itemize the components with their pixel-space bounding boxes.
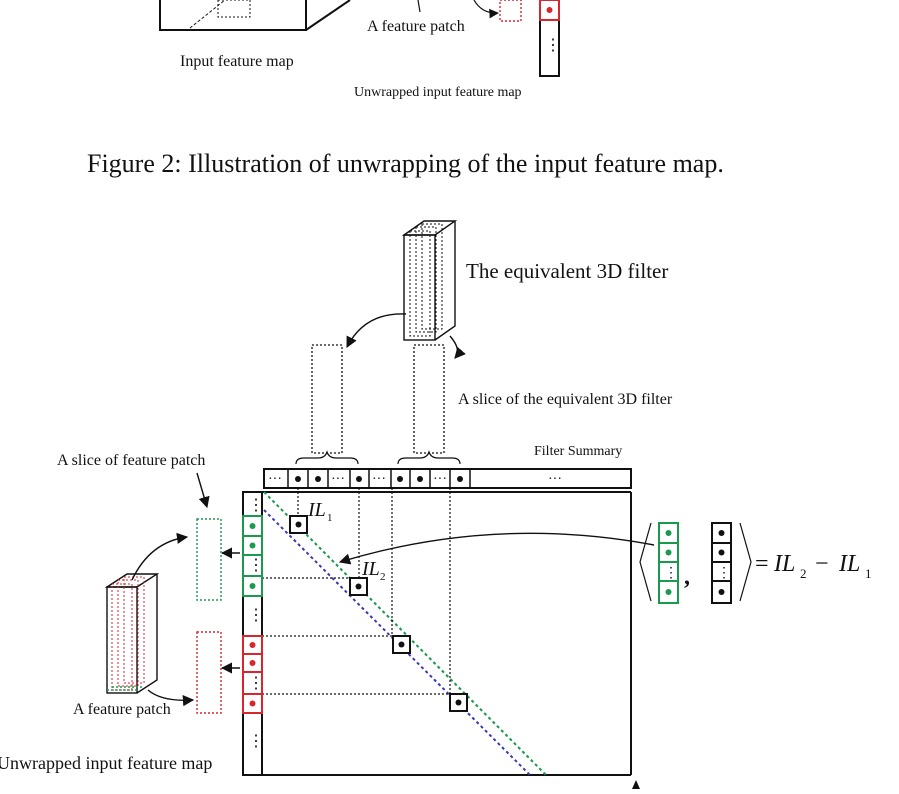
feature-patch-label-top: A feature patch [367, 18, 465, 35]
summary-ellipsis-1: ··· [268, 472, 282, 487]
patch-arrow [473, 0, 499, 19]
input-cube-dashed-edge [189, 0, 226, 29]
equivalent-3d-filter [401, 220, 458, 341]
top-fragment: Input feature map A feature patch ⋮ Unwr… [159, 0, 561, 100]
comma: , [684, 564, 690, 590]
il1-subscript: 1 [327, 512, 333, 524]
patch-inside-cube [217, 0, 251, 18]
filter-slice-2 [413, 344, 445, 454]
equation-minus: − [815, 551, 829, 577]
equation-il1-sub: 1 [865, 566, 872, 581]
filter-slice-label: A slice of the equivalent 3D filter [458, 391, 673, 408]
column-ellipsis-4: ⋮ [248, 675, 264, 692]
result-cell-4 [449, 693, 468, 712]
feature-patch-3d [104, 573, 160, 694]
feature-patch-slice-label: A slice of feature patch [57, 452, 205, 469]
result-cell-il1 [289, 515, 308, 534]
column-ellipsis-1: ⋮ [248, 497, 264, 514]
input-cube-depth-edge [305, 0, 351, 31]
equation-il2-sub: 2 [800, 566, 807, 581]
top-ellipsis: ⋮ [545, 37, 561, 54]
filter-slice-1 [311, 344, 343, 454]
column-ellipsis-5: ⋮ [248, 733, 264, 750]
filter-summary-row [263, 468, 632, 489]
unwrapped-label-top: Unwrapped input feature map [354, 85, 522, 100]
brace-slice-1 [295, 450, 359, 465]
figure-caption: Figure 2: Illustration of unwrapping of … [87, 149, 724, 178]
equivalent-filter-label: The equivalent 3D filter [466, 259, 668, 283]
slice-label-arrow [196, 472, 210, 509]
patch-to-red-slice-arrow [147, 689, 195, 707]
green-vector [658, 522, 679, 604]
filter-to-slice1-arrow [346, 313, 407, 348]
il2-subscript: 2 [380, 571, 386, 583]
brace-slice-2 [397, 450, 461, 465]
il2-label: IL [361, 558, 380, 580]
summary-ellipsis-5: ··· [548, 472, 562, 487]
il1-label: IL [307, 499, 326, 521]
summary-ellipsis-3: ··· [372, 472, 386, 487]
column-ellipsis-3: ⋮ [248, 607, 264, 624]
equation-arrow [338, 532, 655, 565]
input-cube-edge [159, 0, 307, 31]
unwrapped-label: Unwrapped input feature map [0, 753, 212, 773]
bottom-partial-arrowhead [632, 780, 640, 789]
unwrapped-column-top [539, 0, 560, 77]
red-patch-top [499, 0, 522, 22]
summary-ellipsis-4: ··· [433, 472, 447, 487]
small-patch-edge [417, 0, 421, 13]
black-vector [711, 522, 732, 604]
column-ellipsis-2: ⋮ [248, 557, 264, 574]
filter-summary-label: Filter Summary [534, 444, 622, 459]
patch-to-green-slice-arrow [131, 532, 189, 581]
unwrapped-red-dot-top [546, 7, 553, 13]
green-vector-ellipsis: ⋮ [664, 566, 678, 581]
filter-to-slice2-arrow [449, 335, 466, 359]
inner-product-bracket [639, 522, 752, 602]
input-feature-map-label: Input feature map [180, 53, 294, 70]
unwrapped-red-cell-top [539, 0, 560, 21]
equation-equals: = [755, 551, 769, 577]
result-cell-il2 [349, 577, 368, 596]
equation-il2: IL [773, 551, 795, 577]
green-patch-slice [196, 518, 222, 601]
green-diagonal [263, 491, 547, 776]
main-matrix [262, 491, 632, 776]
result-cell-3 [392, 635, 411, 654]
unwrapped-column [242, 491, 263, 776]
red-patch-slice [196, 631, 222, 714]
summary-ellipsis-2: ··· [331, 472, 345, 487]
feature-patch-label: A feature patch [73, 701, 171, 718]
black-vector-ellipsis: ⋮ [717, 566, 731, 581]
equation-il1: IL [838, 551, 860, 577]
